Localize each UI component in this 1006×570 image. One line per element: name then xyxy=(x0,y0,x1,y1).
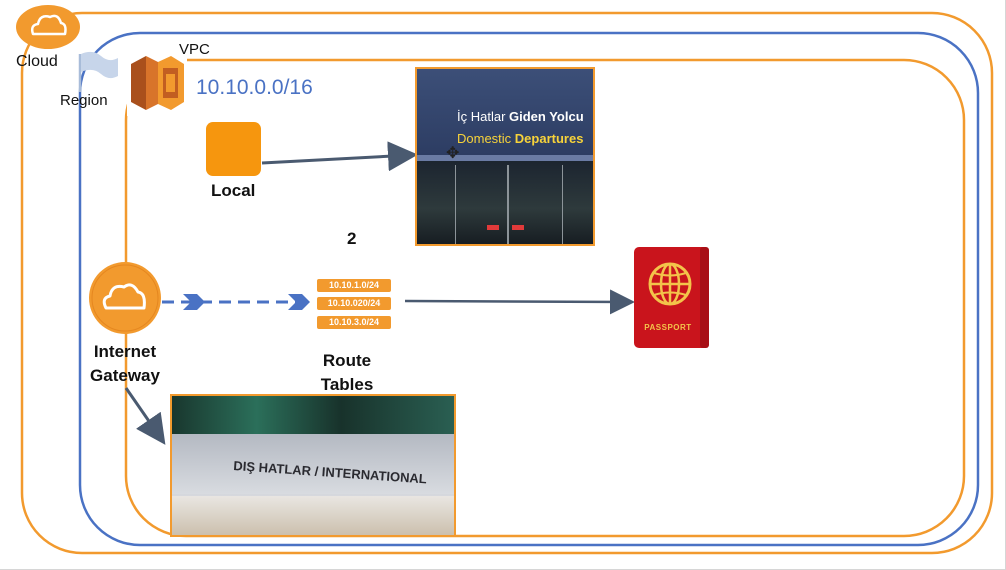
cloud-icon xyxy=(16,5,80,49)
vpc-boundary xyxy=(78,31,980,547)
vpc-label: VPC xyxy=(179,41,210,58)
route-entry: 10.10.020/24 xyxy=(327,298,381,308)
photo-door-sign xyxy=(487,225,499,230)
local-label: Local xyxy=(211,181,256,200)
arrow-igw-to-international xyxy=(124,387,166,445)
photo-ceiling xyxy=(172,396,454,434)
international-photo: DIŞ HATLAR / INTERNATIONAL xyxy=(170,394,456,537)
vpc-icon xyxy=(127,50,187,116)
photo-door-sign xyxy=(512,225,524,230)
chevron-icon-1 xyxy=(183,294,205,310)
arrow-route-to-passport xyxy=(404,289,635,315)
region-label: Region xyxy=(60,92,108,109)
route-entry: 10.10.3.0/24 xyxy=(328,317,380,327)
route-tables-label: Route Tables xyxy=(320,351,374,394)
move-cursor-icon: ✥ xyxy=(446,145,460,162)
passport-label: PASSPORT xyxy=(644,323,692,332)
photo-floor xyxy=(172,496,454,535)
passport-icon xyxy=(634,247,709,348)
photo-sign-line1: İç Hatlar Giden Yolcu xyxy=(457,109,584,124)
photo-sign-panel xyxy=(417,69,593,155)
chevron-icon-2 xyxy=(288,294,310,310)
step-number: 2 xyxy=(347,229,357,248)
photo-sign-line2: Domestic Departures xyxy=(457,131,584,146)
internet-gateway-icon xyxy=(89,262,161,334)
cloud-label: Cloud xyxy=(16,53,58,70)
local-icon xyxy=(206,122,261,176)
photo-facade xyxy=(172,434,454,494)
photo-door-frame xyxy=(507,165,509,244)
vpc-cidr-label: 10.10.0.0/16 xyxy=(196,76,313,99)
route-entry: 10.10.1.0/24 xyxy=(328,280,380,290)
route-table-icon xyxy=(317,279,391,329)
region-boundary xyxy=(20,11,994,555)
photo-doorway xyxy=(417,161,593,244)
photo-door-band xyxy=(417,155,593,161)
photo-door-frame xyxy=(455,165,456,244)
arrow-local-to-domestic xyxy=(261,141,418,172)
internet-gateway-label: Internet Gateway xyxy=(90,342,160,385)
domestic-departures-photo: İç Hatlar Giden Yolcu Domestic Departure… xyxy=(415,67,595,246)
region-flag-icon xyxy=(78,51,118,92)
photo-door-frame xyxy=(562,165,563,244)
